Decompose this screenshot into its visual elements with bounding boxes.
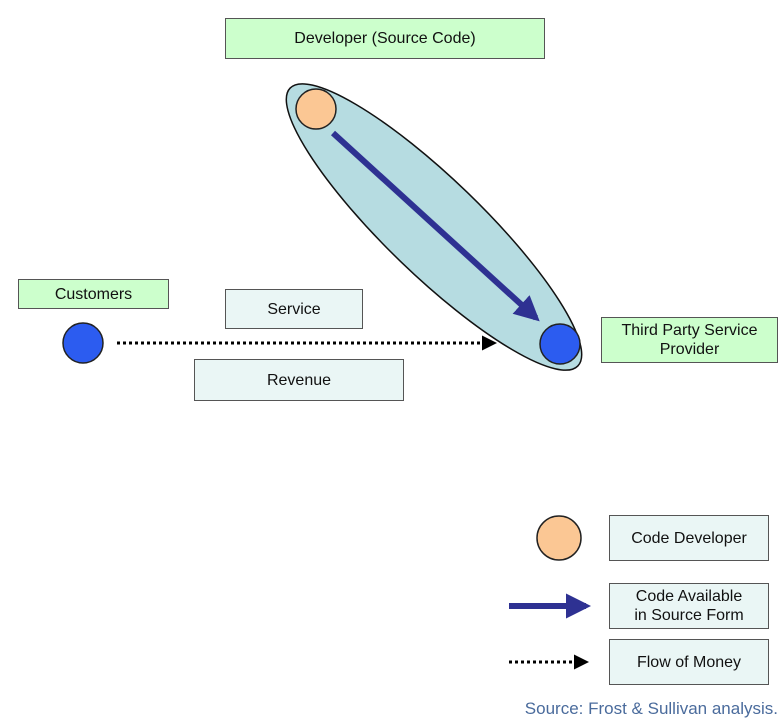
legend-flow-of-money: Flow of Money [609,639,769,685]
service-label: Service [225,289,363,329]
customers-node [62,322,104,364]
third-party-label: Third Party Service Provider [601,317,778,363]
developer-label: Developer (Source Code) [225,18,545,59]
source-note: Source: Frost & Sullivan analysis. [524,699,778,718]
revenue-label: Revenue [194,359,404,401]
third-party-node [539,323,581,365]
legend-code-developer: Code Developer [609,515,769,561]
legend-developer-icon [536,515,582,561]
developer-node [295,88,337,130]
source-code-arrow [330,130,540,322]
customers-label: Customers [18,279,169,309]
legend-code-available: Code Available in Source Form [609,583,769,629]
